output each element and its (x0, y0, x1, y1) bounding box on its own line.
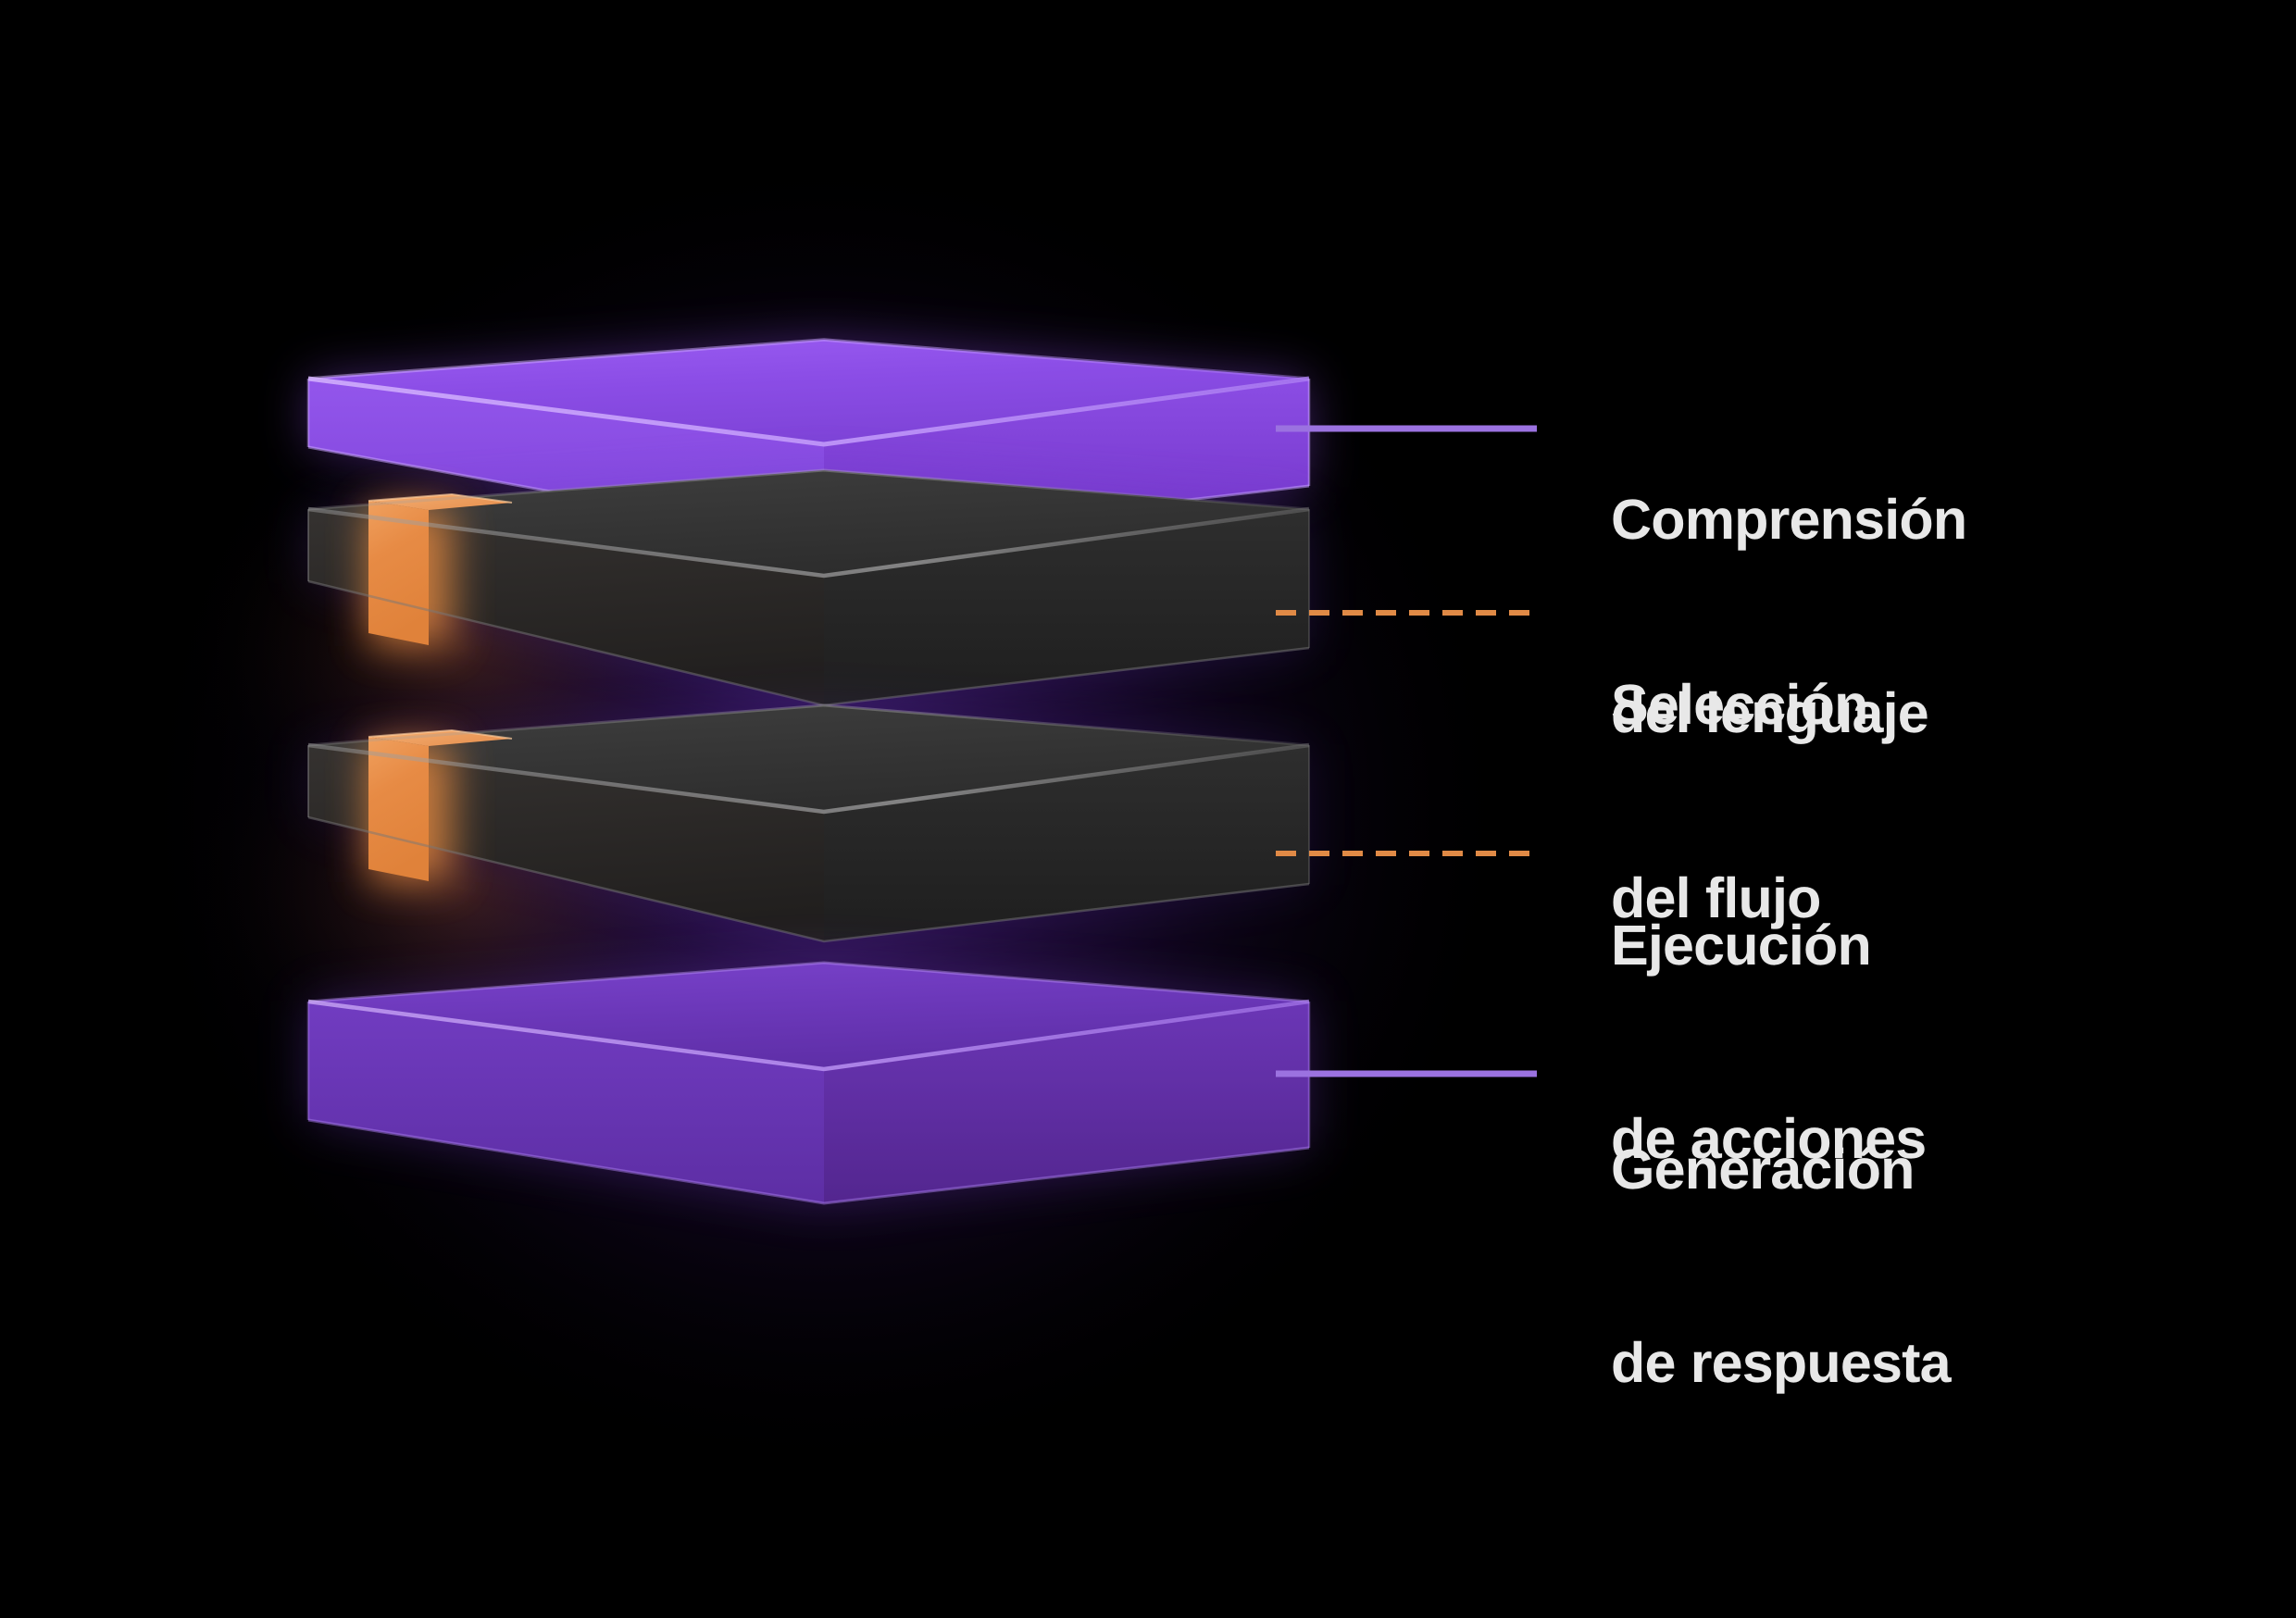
layer-3-edge-ridge (307, 742, 1310, 815)
layer-4-face-left (308, 1002, 824, 1203)
layer-4-edge-bottom (307, 1118, 1310, 1205)
layer-2-edge-ridge (307, 506, 1310, 579)
layer-2-face-top (308, 470, 1309, 576)
layer-3-accent-edge (368, 728, 513, 740)
layer-3-edge-bottom (307, 815, 1310, 943)
layer-3-edge-back (307, 703, 1310, 747)
layer-4-face-top (308, 963, 1309, 1069)
layer-3-accent-face (368, 737, 429, 881)
layer-4-edge-ridge (307, 999, 1310, 1072)
connector-lines (1276, 425, 1537, 1077)
stack-layer-seleccion[interactable] (307, 468, 1310, 707)
layer-1-edge-back (307, 338, 1310, 380)
layer-2-accent-edge (368, 492, 513, 504)
layer-2-edge-back (307, 468, 1310, 511)
layer-3-face-top (308, 705, 1309, 812)
layer-2-accent-face (368, 501, 429, 645)
layer-4-face-right (824, 1002, 1309, 1203)
layer-1-face-top (308, 340, 1309, 444)
layer-1-edge-ridge (307, 376, 1310, 447)
layer-3-face-right (824, 745, 1309, 941)
layer-2-face-right (824, 509, 1309, 705)
stack-layer-ejecucion[interactable] (307, 703, 1310, 943)
stack-layer-generacion[interactable] (306, 961, 1311, 1205)
layer-4-edge-back (307, 961, 1310, 1003)
